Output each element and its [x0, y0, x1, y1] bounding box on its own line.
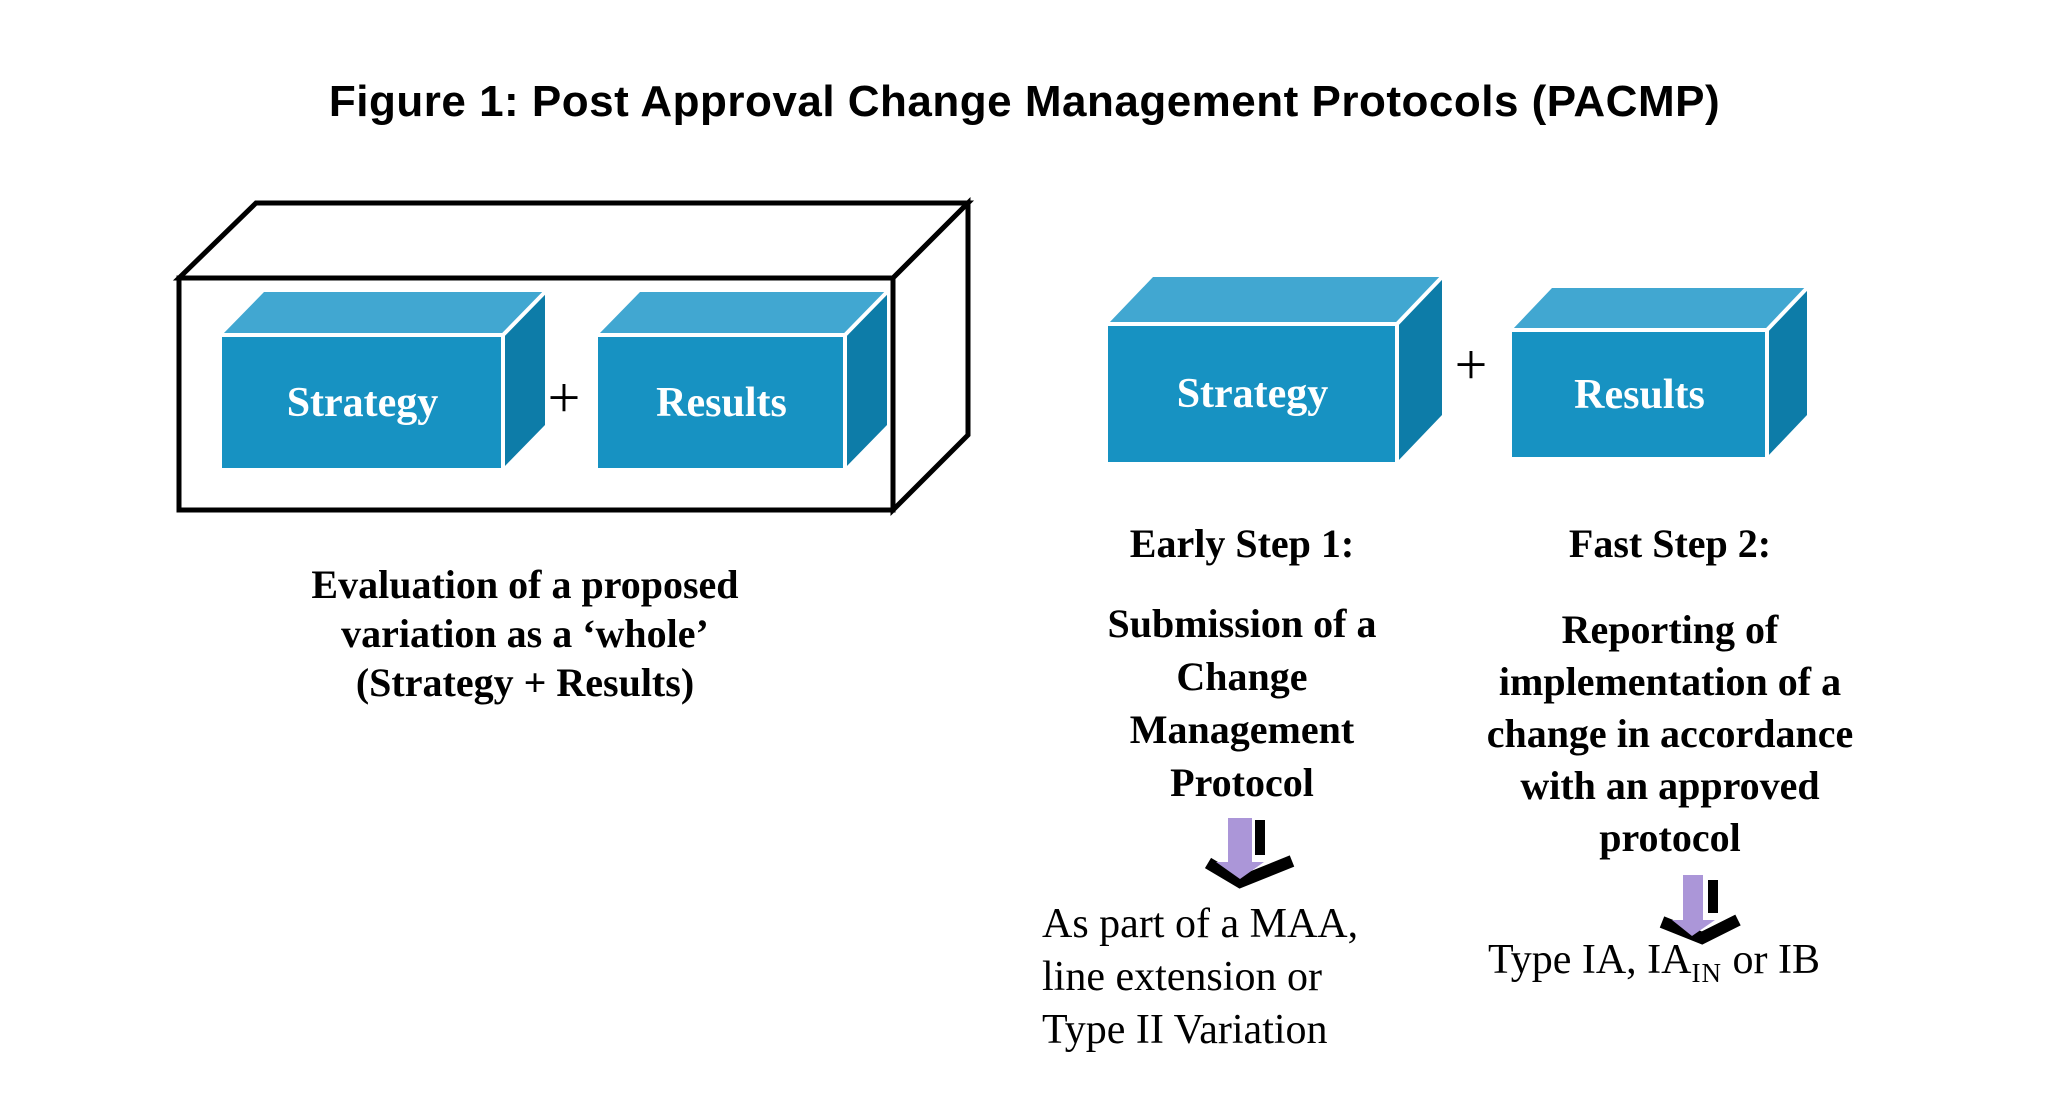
strategy-box-left: [222, 290, 547, 468]
wireframe-top-face: [172, 200, 975, 281]
step1-body-line: Protocol: [1170, 760, 1314, 805]
step1-heading: Early Step 1:: [1129, 521, 1355, 566]
step1-body-line: Management: [1129, 707, 1355, 752]
step2-note-suffix: or IB: [1722, 937, 1821, 983]
step2-body: Reporting of implementation of a change …: [1450, 604, 1890, 864]
step2-body-line: protocol: [1599, 815, 1741, 860]
step2-heading: Fast Step 2:: [1568, 521, 1772, 566]
whole-evaluation-caption: Evaluation of a proposed variation as a …: [265, 560, 785, 707]
results-box-left: [598, 290, 889, 468]
caption-line: Evaluation of a proposed: [311, 562, 739, 607]
figure-title: Figure 1: Post Approval Change Managemen…: [328, 77, 1721, 126]
down-arrow-icon-step1: [1204, 818, 1295, 889]
step2-note-prefix: Type IA, IA: [1488, 937, 1692, 983]
step2-body-line: Reporting of: [1561, 607, 1779, 652]
strategy-label-right: Strategy: [1176, 371, 1329, 417]
strategy-label-left: Strategy: [286, 380, 439, 426]
step1-note-line: line extension or: [1042, 954, 1322, 1000]
step2-note: Type IA, IAIN or IB: [1488, 936, 1821, 988]
step2-body-line: change in accordance: [1486, 711, 1854, 756]
caption-line: (Strategy + Results): [355, 660, 695, 705]
results-label-left: Results: [656, 380, 787, 426]
results-label-right: Results: [1574, 372, 1705, 418]
plus-sign-right: +: [1454, 332, 1488, 397]
step1-note-line: Type II Variation: [1042, 1007, 1328, 1053]
plus-sign-left: +: [547, 365, 581, 430]
down-arrow-icon-step2: [1659, 875, 1741, 945]
step1-body: Submission of a Change Management Protoc…: [1042, 597, 1442, 809]
caption-line: variation as a ‘whole’: [341, 611, 709, 656]
results-box-right: [1512, 286, 1809, 457]
step1-note: As part of a MAA, line extension or Type…: [1042, 898, 1358, 1057]
step2-body-line: implementation of a: [1498, 659, 1842, 704]
strategy-box-right: [1108, 275, 1444, 462]
step2-body-line: with an approved: [1520, 763, 1820, 808]
step1-body-line: Change: [1176, 654, 1308, 699]
step1-note-line: As part of a MAA,: [1042, 901, 1359, 947]
step1-body-line: Submission of a: [1107, 601, 1377, 646]
step2-note-subscript: IN: [1691, 958, 1722, 988]
